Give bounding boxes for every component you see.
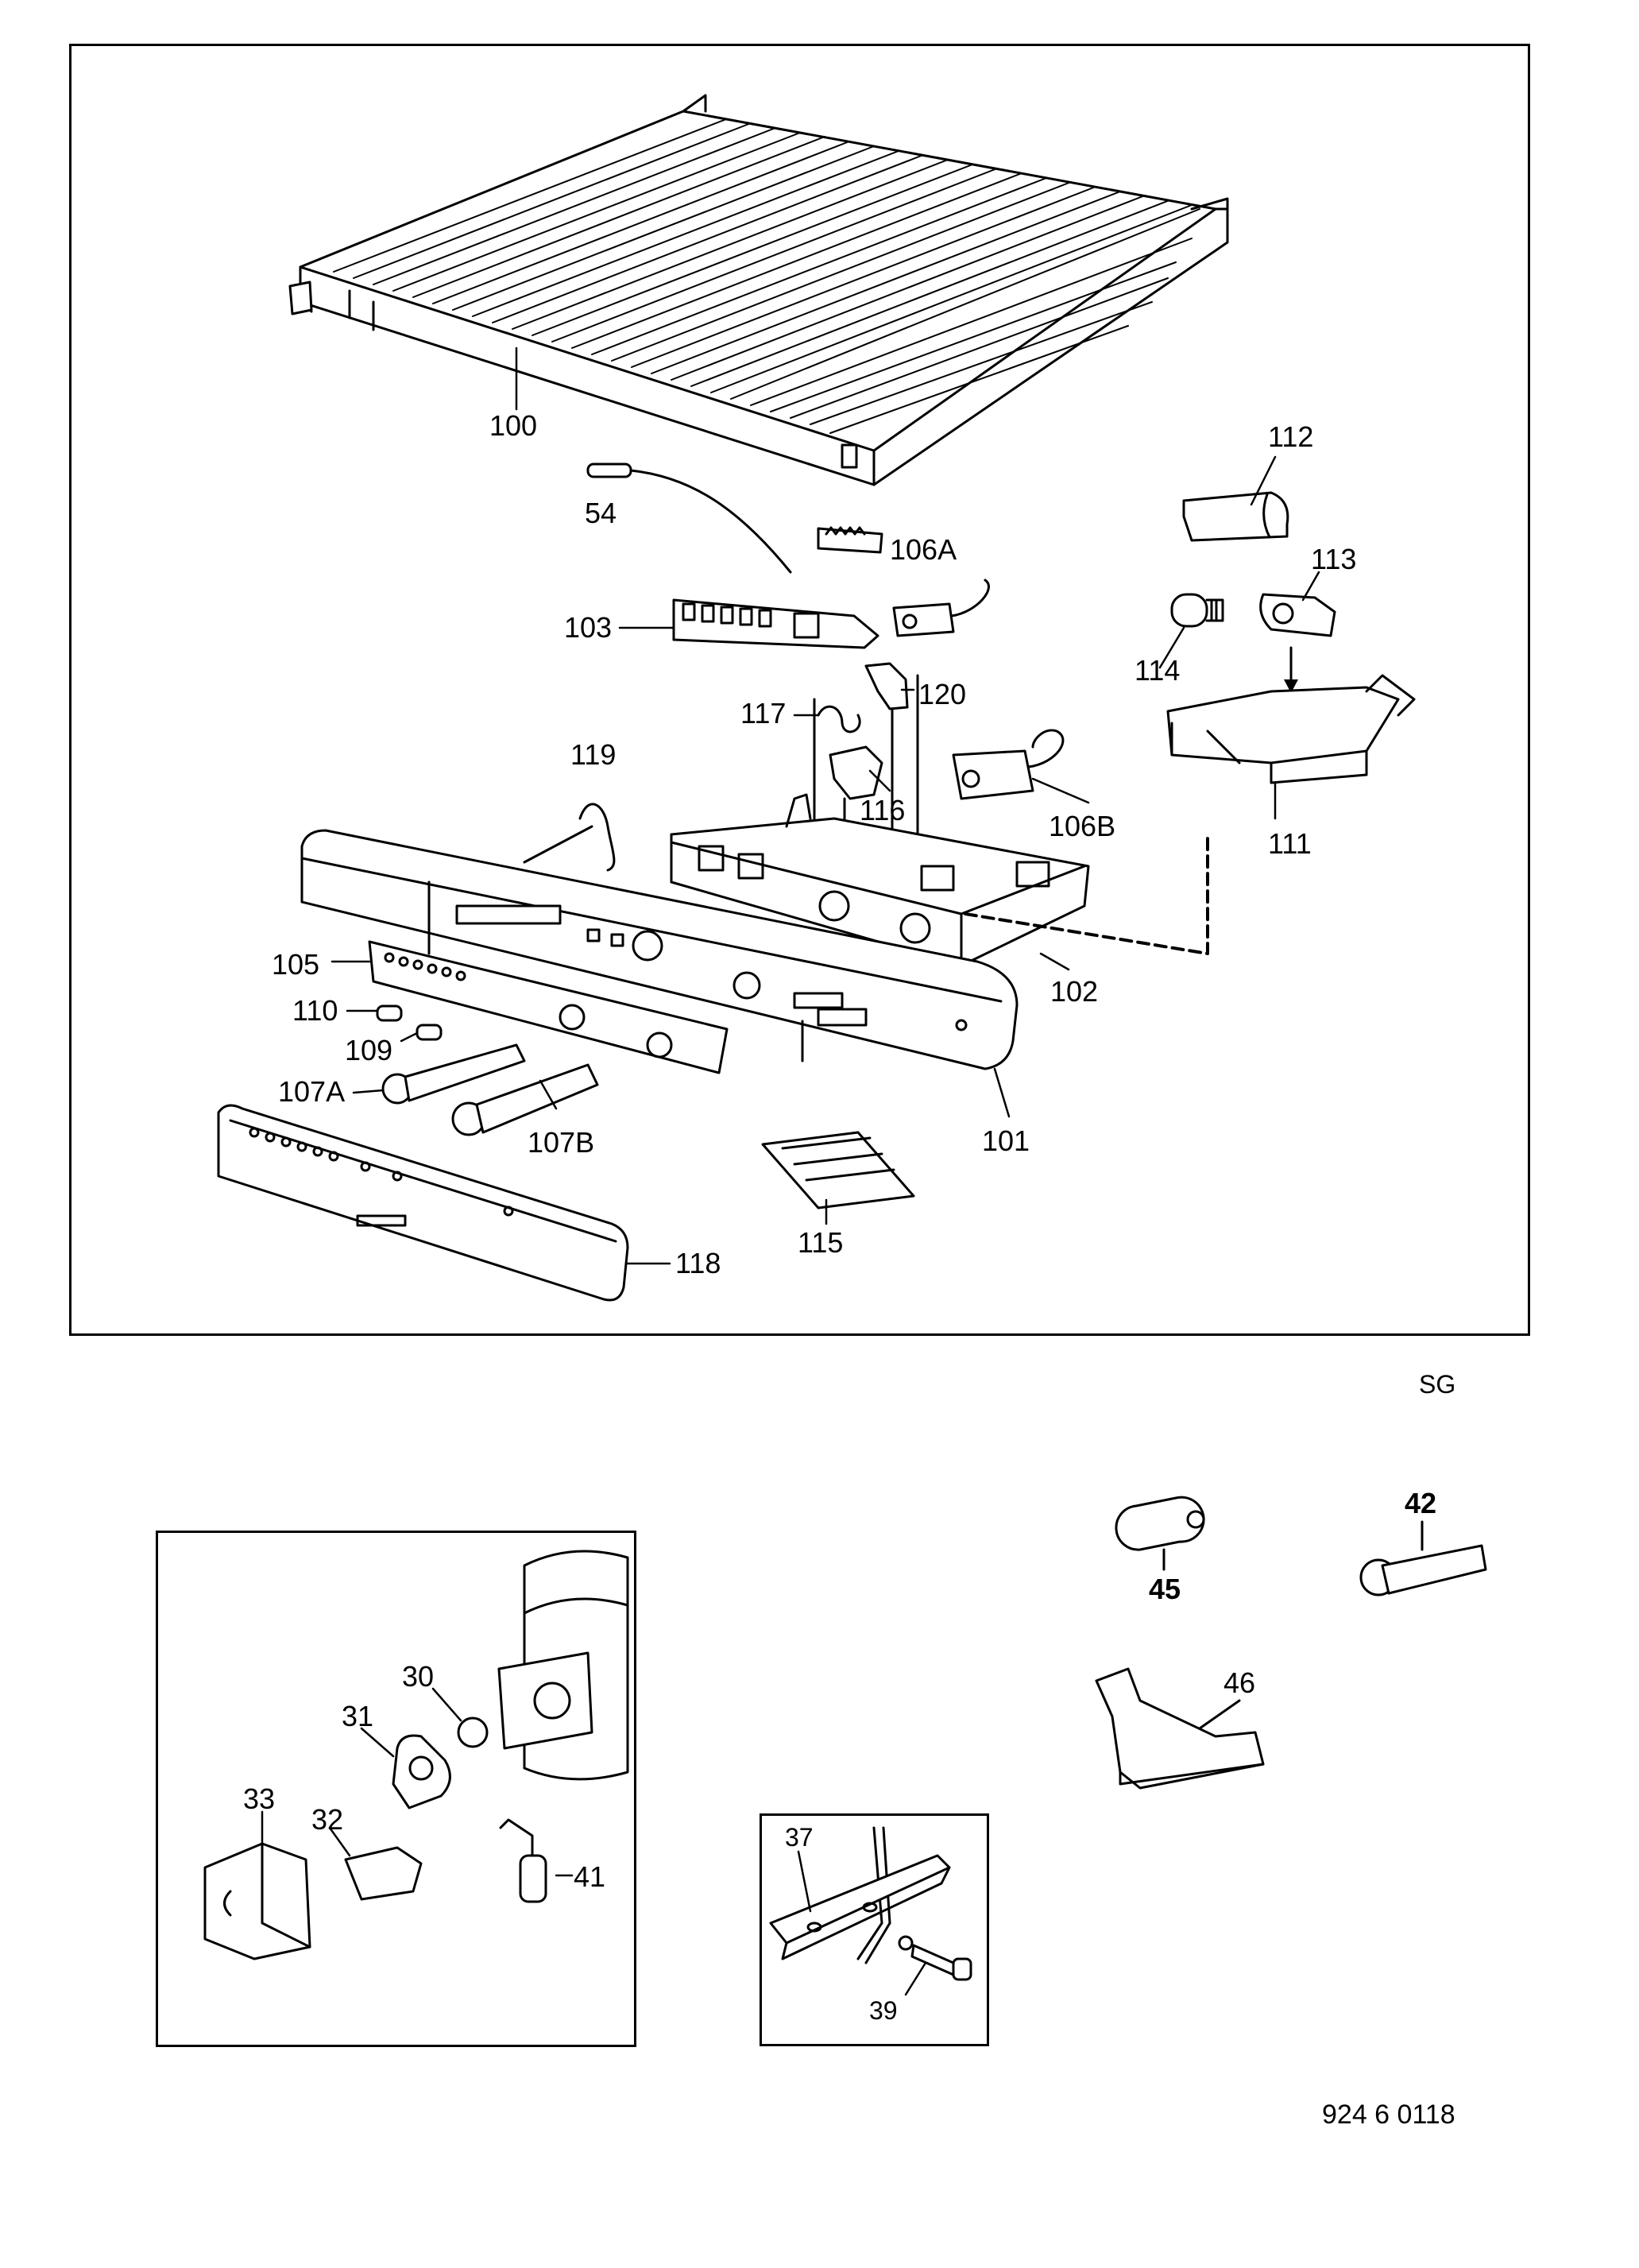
part-label-114: 114 bbox=[1135, 654, 1181, 687]
part-label-100: 100 bbox=[489, 409, 538, 442]
bracket-leader-lines bbox=[797, 1850, 927, 1996]
part-120-clip-drawing bbox=[864, 662, 909, 710]
bracket-drawing bbox=[769, 1826, 972, 1981]
part-label-111: 111 bbox=[1268, 827, 1312, 860]
part-116-drawing bbox=[829, 745, 883, 800]
part-label-115: 115 bbox=[798, 1226, 844, 1259]
part-label-33: 33 bbox=[243, 1782, 276, 1815]
compressor-drawing bbox=[203, 1550, 629, 1960]
part-label-117: 117 bbox=[740, 697, 787, 730]
part-112-lamp-cover-drawing bbox=[1182, 491, 1289, 542]
part-label-113: 113 bbox=[1311, 543, 1357, 575]
part-label-106b: 106B bbox=[1049, 810, 1116, 842]
part-113-holder-drawing bbox=[1259, 593, 1336, 637]
part-label-120: 120 bbox=[918, 678, 967, 710]
part-115-cover-drawing bbox=[761, 1131, 915, 1209]
corner-code: SG bbox=[1419, 1370, 1456, 1399]
part-label-31: 31 bbox=[342, 1700, 374, 1732]
part-label-118: 118 bbox=[675, 1247, 721, 1279]
part-106a-drawing bbox=[817, 526, 990, 637]
part-label-46: 46 bbox=[1223, 1666, 1256, 1699]
part-label-101: 101 bbox=[982, 1124, 1030, 1157]
part-103-terminal-block-drawing bbox=[672, 598, 879, 649]
part-label-106a: 106A bbox=[890, 533, 957, 566]
part-111-lamp-housing-drawing bbox=[1166, 674, 1416, 784]
part-label-37: 37 bbox=[785, 1823, 814, 1852]
part-label-41: 41 bbox=[574, 1860, 606, 1893]
part-106b-thermostat-drawing bbox=[952, 729, 1065, 800]
part-101-panel-drawing bbox=[300, 829, 1019, 1070]
part-110-lamp-drawing bbox=[376, 1004, 403, 1022]
part-label-103: 103 bbox=[564, 611, 613, 644]
part-117-spring-drawing bbox=[817, 705, 861, 733]
part-label-39: 39 bbox=[869, 1996, 898, 2025]
part-107a-knob-drawing bbox=[381, 1043, 526, 1105]
part-114-bulb-drawing bbox=[1170, 593, 1224, 628]
part-label-107b: 107B bbox=[528, 1126, 595, 1159]
document-number: 924 6 0118 bbox=[1322, 2100, 1455, 2130]
part-label-32: 32 bbox=[311, 1803, 344, 1836]
part-label-112: 112 bbox=[1268, 420, 1314, 453]
part-label-105: 105 bbox=[272, 948, 320, 981]
part-label-107a: 107A bbox=[278, 1075, 346, 1108]
compressor-leader-lines bbox=[261, 1687, 574, 1877]
part-label-116: 116 bbox=[860, 794, 906, 826]
part-45-drawing bbox=[1115, 1496, 1205, 1571]
part-102-housing-drawing bbox=[670, 793, 1090, 967]
part-42-drawing bbox=[1359, 1520, 1487, 1597]
part-118-trim-drawing bbox=[217, 1104, 629, 1302]
part-label-110: 110 bbox=[292, 994, 338, 1027]
part-109-lamp-drawing bbox=[416, 1024, 443, 1041]
part-label-119: 119 bbox=[570, 738, 617, 771]
part-label-109: 109 bbox=[345, 1034, 393, 1066]
part-label-54: 54 bbox=[585, 497, 617, 529]
part-46-drawing bbox=[1095, 1667, 1265, 1790]
shelf-ribs bbox=[333, 118, 1200, 434]
part-107b-knob-drawing bbox=[451, 1063, 599, 1136]
part-label-45: 45 bbox=[1149, 1573, 1181, 1605]
main-leader-lines bbox=[331, 346, 1320, 1265]
part-119-wire-drawing bbox=[578, 803, 616, 872]
part-label-102: 102 bbox=[1050, 975, 1099, 1008]
part-label-30: 30 bbox=[402, 1660, 435, 1693]
part-label-42: 42 bbox=[1405, 1487, 1437, 1519]
part-54-sensor-drawing bbox=[586, 463, 792, 574]
part-105-fascia-drawing bbox=[368, 940, 729, 1074]
